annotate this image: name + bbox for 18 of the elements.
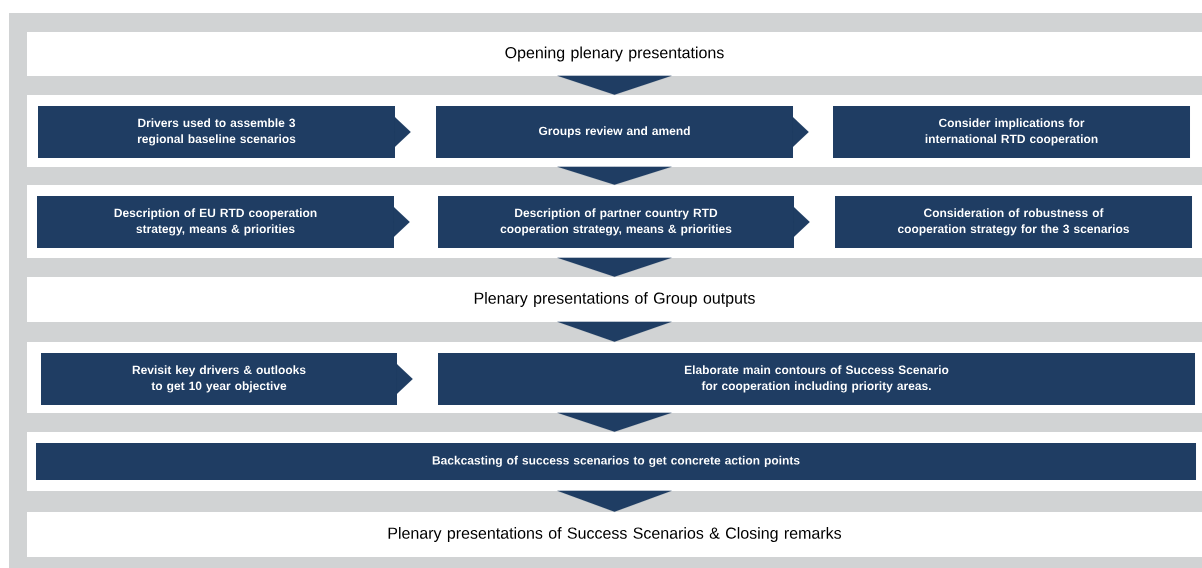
heading-band: Opening plenary presentations [27,32,1202,76]
step-box: Consider implications for international RTD cooperation [833,106,1190,158]
heading-band: Plenary presentations of Success Scenarios & Closing remarks [27,512,1202,557]
chevron-arrow [557,321,672,342]
chevron-arrow [394,117,411,147]
step-box: Consideration of robustness of cooperation strategy for the 3 scenarios [835,196,1192,248]
chevron-arrow [793,207,810,237]
step-box: Backcasting of success scenarios to get concrete action points [36,443,1196,480]
heading-band: Plenary presentations of Group outputs [27,277,1202,322]
chevron-arrow [396,364,413,394]
chevron-arrow [557,75,672,95]
chevron-arrow [557,166,672,185]
chevron-arrow [393,207,410,237]
chevron-arrow [557,412,672,432]
chevron-arrow [792,117,809,147]
chevron-arrow [557,490,672,512]
chevron-arrow [557,257,672,277]
step-box: Elaborate main contours of Success Scenario for cooperation including priority areas. [438,353,1195,405]
